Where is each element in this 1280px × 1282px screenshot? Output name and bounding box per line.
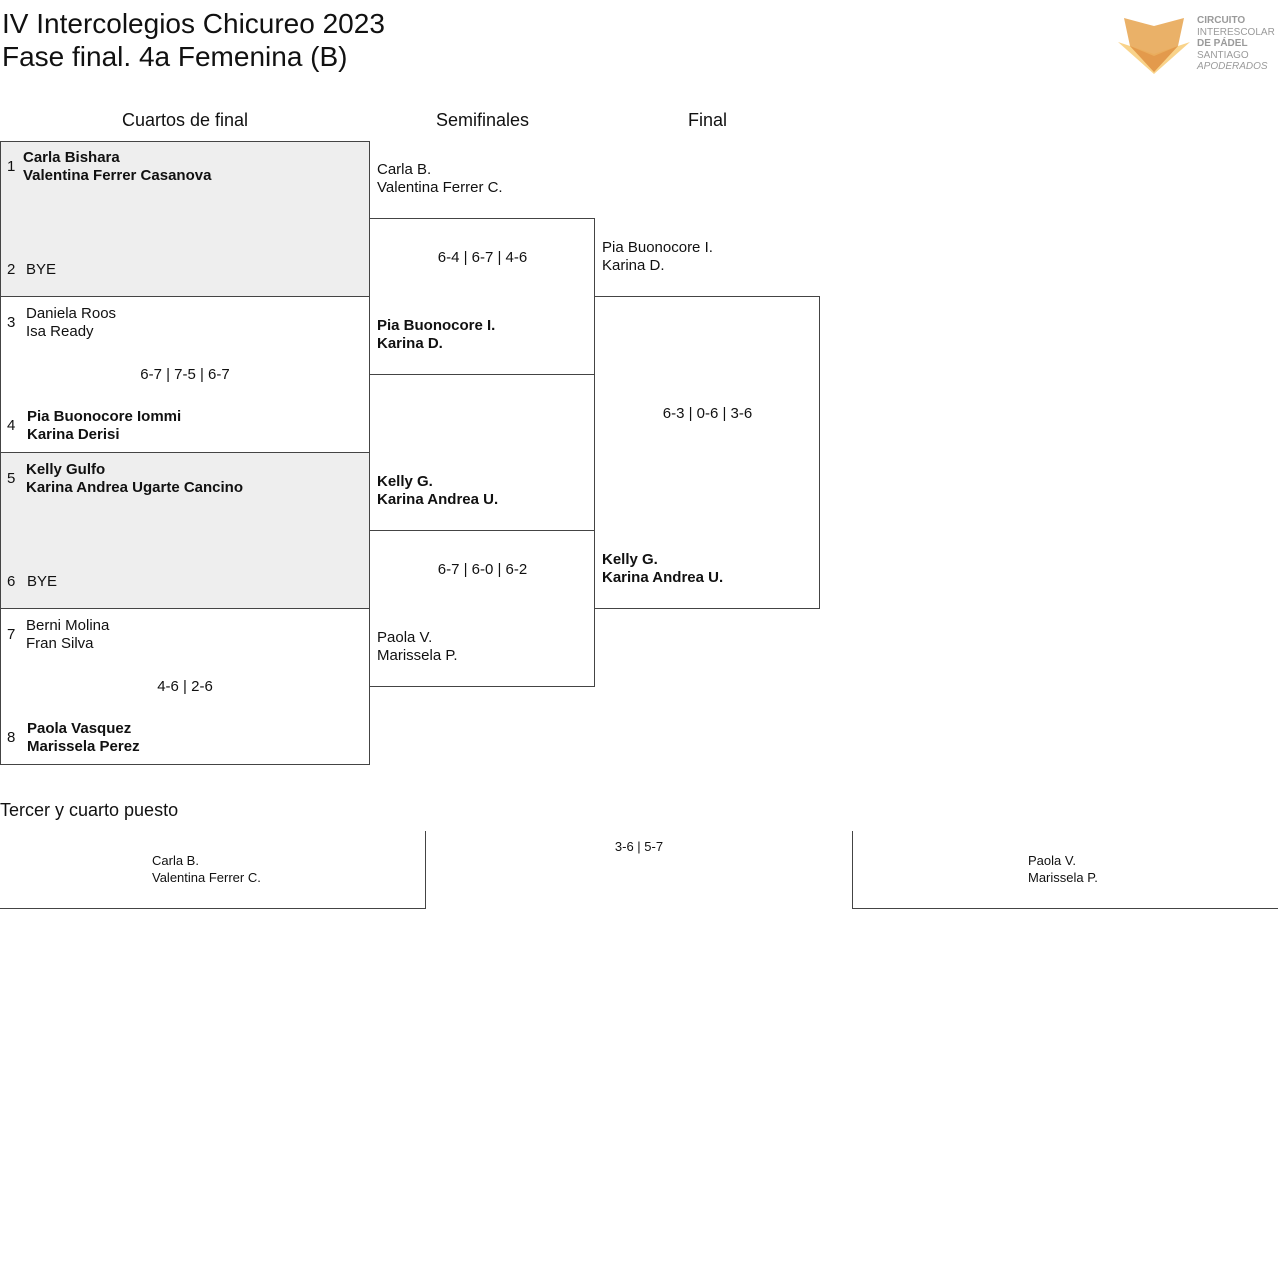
fox-head-logo-icon (1118, 18, 1190, 74)
team-entry: Kelly G. Karina Andrea U. (602, 551, 723, 587)
player-name: Carla B. (377, 161, 432, 178)
player-name: Fran Silva (26, 635, 94, 652)
team-entry: Pia Buonocore I. Karina D. (377, 317, 495, 353)
player-name: Karina Andrea U. (602, 569, 724, 586)
player-name: Karina Derisi (27, 426, 120, 443)
player-name: Karina Andrea Ugarte Cancino (26, 479, 243, 496)
team-entry: Berni Molina Fran Silva (26, 617, 109, 653)
player-name: Valentina Ferrer Casanova (23, 167, 212, 184)
logo-line-4: SANTIAGO (1197, 49, 1249, 61)
seed-number: 8 (7, 729, 16, 746)
team-entry: Paola V. Marissela P. (377, 629, 458, 665)
third-place-left-slot (0, 831, 426, 909)
final-match (594, 296, 820, 609)
player-name: Daniela Roos (26, 305, 117, 322)
player-name: Valentina Ferrer C. (152, 870, 261, 885)
player-name: Isa Ready (26, 323, 94, 340)
page-subtitle: Fase final. 4a Femenina (B) (2, 41, 348, 72)
seed-number: 7 (7, 626, 16, 643)
match-score: 6-4 | 6-7 | 4-6 (437, 249, 528, 266)
team-entry: Carla Bishara Valentina Ferrer Casanova (23, 149, 211, 185)
team-entry: Paola Vasquez Marissela Perez (27, 720, 140, 756)
team-entry: Kelly Gulfo Karina Andrea Ugarte Cancino (26, 461, 243, 497)
match-score: 4-6 | 2-6 (157, 678, 213, 695)
match-score: 6-3 | 0-6 | 3-6 (662, 405, 753, 422)
player-name: Pia Buonocore I. (377, 317, 496, 334)
player-name: Paola V. (377, 629, 433, 646)
logo-line-1: CIRCUITO (1197, 15, 1246, 26)
third-place-title: Tercer y cuarto puesto (0, 800, 179, 820)
logo-line-5: APODERADOS (1197, 61, 1268, 72)
quarterfinal-match-1 (0, 141, 370, 297)
logo-line-2: INTERESCOLAR (1197, 26, 1275, 38)
seed-number: 6 (7, 573, 16, 590)
team-entry: Paola V. Marissela P. (1028, 852, 1098, 886)
player-name: Karina Andrea U. (377, 491, 499, 508)
third-place-right-slot (852, 831, 1278, 909)
player-name: Karina D. (377, 335, 443, 352)
player-name: Marissela P. (377, 647, 458, 664)
player-name: Pia Buonocore Iommi (27, 408, 182, 425)
team-entry: BYE (27, 573, 57, 591)
seed-number: 4 (7, 417, 16, 434)
team-entry: Pia Buonocore I. Karina D. (602, 239, 713, 275)
player-name: BYE (26, 261, 57, 278)
match-score: 6-7 | 7-5 | 6-7 (140, 366, 230, 383)
player-name: Marissela Perez (27, 738, 140, 755)
seed-number: 2 (7, 261, 16, 278)
round-header-final: Final (687, 110, 727, 130)
player-name: Pia Buonocore I. (602, 239, 713, 256)
team-entry: Kelly G. Karina Andrea U. (377, 473, 498, 509)
player-name: Paola Vasquez (27, 720, 132, 737)
round-header-semifinals: Semifinales (435, 110, 530, 130)
match-score: 3-6 | 5-7 (614, 839, 664, 854)
player-name: Kelly G. (602, 551, 658, 568)
player-name: BYE (27, 573, 58, 590)
player-name: Marissela P. (1028, 870, 1098, 885)
logo-text: CIRCUITO INTERESCOLAR DE PÁDEL SANTIAGO … (1197, 15, 1275, 73)
logo-line-3: DE PÁDEL (1197, 38, 1248, 49)
player-name: Carla Bishara (23, 149, 120, 166)
team-entry: BYE (26, 261, 56, 279)
match-score: 6-7 | 6-0 | 6-2 (437, 561, 528, 578)
round-header-quarterfinals: Cuartos de final (121, 110, 249, 130)
player-name: Valentina Ferrer C. (377, 179, 503, 196)
page-title: IV Intercolegios Chicureo 2023 (2, 8, 385, 39)
team-entry: Daniela Roos Isa Ready (26, 305, 116, 341)
team-entry: Carla B. Valentina Ferrer C. (152, 852, 261, 886)
player-name: Paola V. (1028, 853, 1076, 868)
team-entry: Carla B. Valentina Ferrer C. (377, 161, 503, 197)
player-name: Karina D. (602, 257, 665, 274)
team-entry: Pia Buonocore Iommi Karina Derisi (27, 408, 181, 444)
seed-number: 5 (7, 470, 16, 487)
player-name: Berni Molina (26, 617, 110, 634)
player-name: Carla B. (152, 853, 199, 868)
seed-number: 3 (7, 314, 16, 331)
seed-number: 1 (7, 158, 16, 175)
player-name: Kelly G. (377, 473, 433, 490)
player-name: Kelly Gulfo (26, 461, 106, 478)
